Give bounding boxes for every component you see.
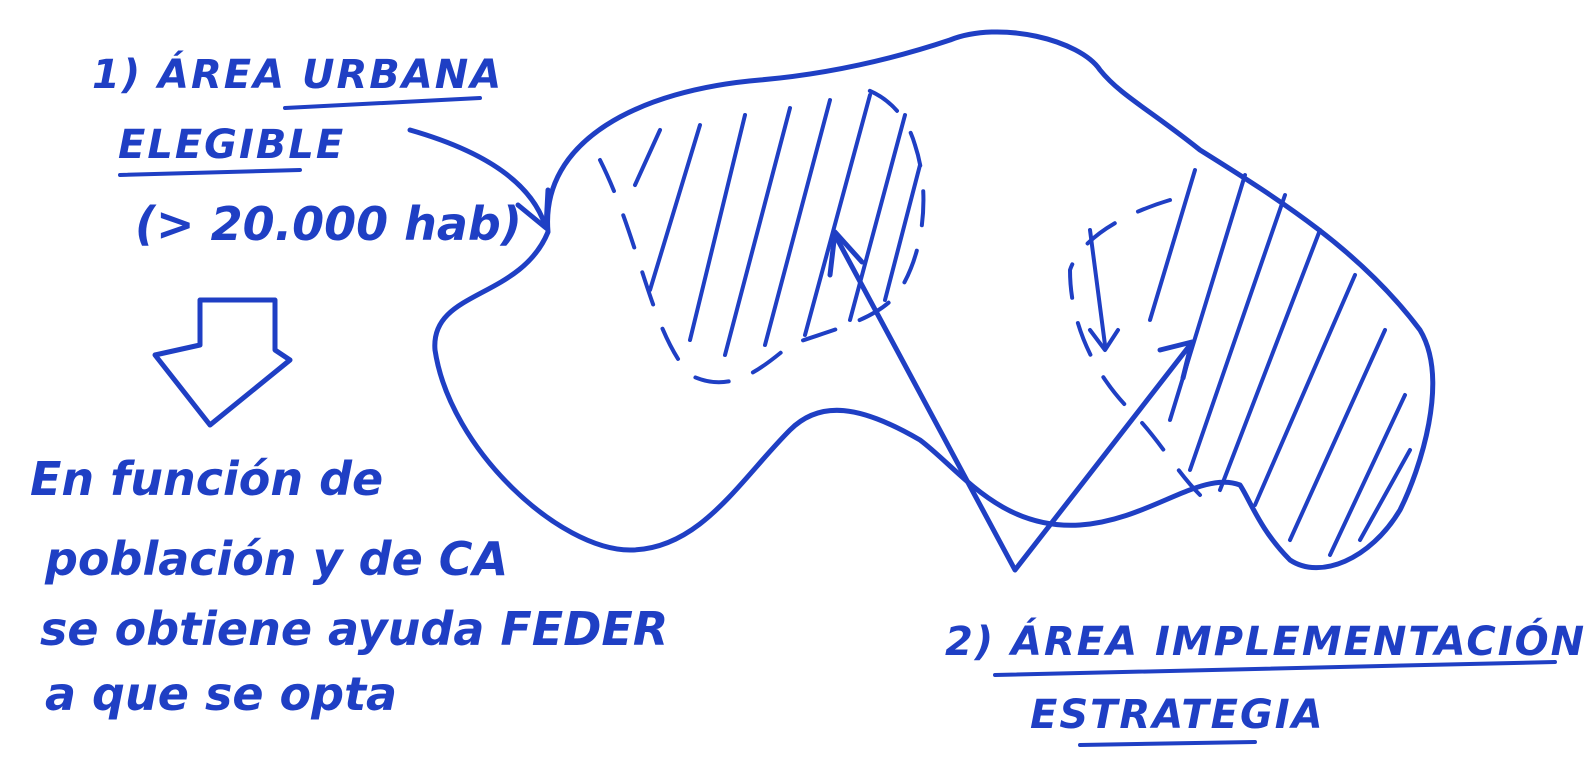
funding-note-line-3: se obtiene ayuda FEDER <box>40 602 668 656</box>
hollow-down-arrow <box>155 300 290 425</box>
funding-note-line-4: a que se opta <box>45 667 397 721</box>
label-implementation-area-title: 2) ÁREA IMPLEMENTACIÓN <box>945 617 1586 665</box>
label-implementation-area: 2) ÁREA IMPLEMENTACIÓN ESTRATEGIA <box>945 617 1586 738</box>
label-urban-area: 1) ÁREA URBANA ELEGIBLE (> 20.000 hab) <box>92 50 522 251</box>
label-urban-area-subtitle: ELEGIBLE <box>118 122 345 168</box>
funding-note: En función de población y de CA se obtie… <box>30 452 668 721</box>
funding-note-line-2: población y de CA <box>44 532 508 586</box>
urban-area-outline <box>435 32 1433 568</box>
funding-note-line-1: En función de <box>30 452 383 506</box>
right-zone-extent-arrow <box>1090 230 1118 350</box>
right-zone-boundary <box>1070 200 1200 495</box>
label-implementation-area-subtitle: ESTRATEGIA <box>1030 692 1325 738</box>
arrows-label2-to-zones <box>830 232 1192 570</box>
label-urban-area-title: 1) ÁREA URBANA <box>92 50 503 98</box>
label-urban-area-population: (> 20.000 hab) <box>135 197 522 251</box>
